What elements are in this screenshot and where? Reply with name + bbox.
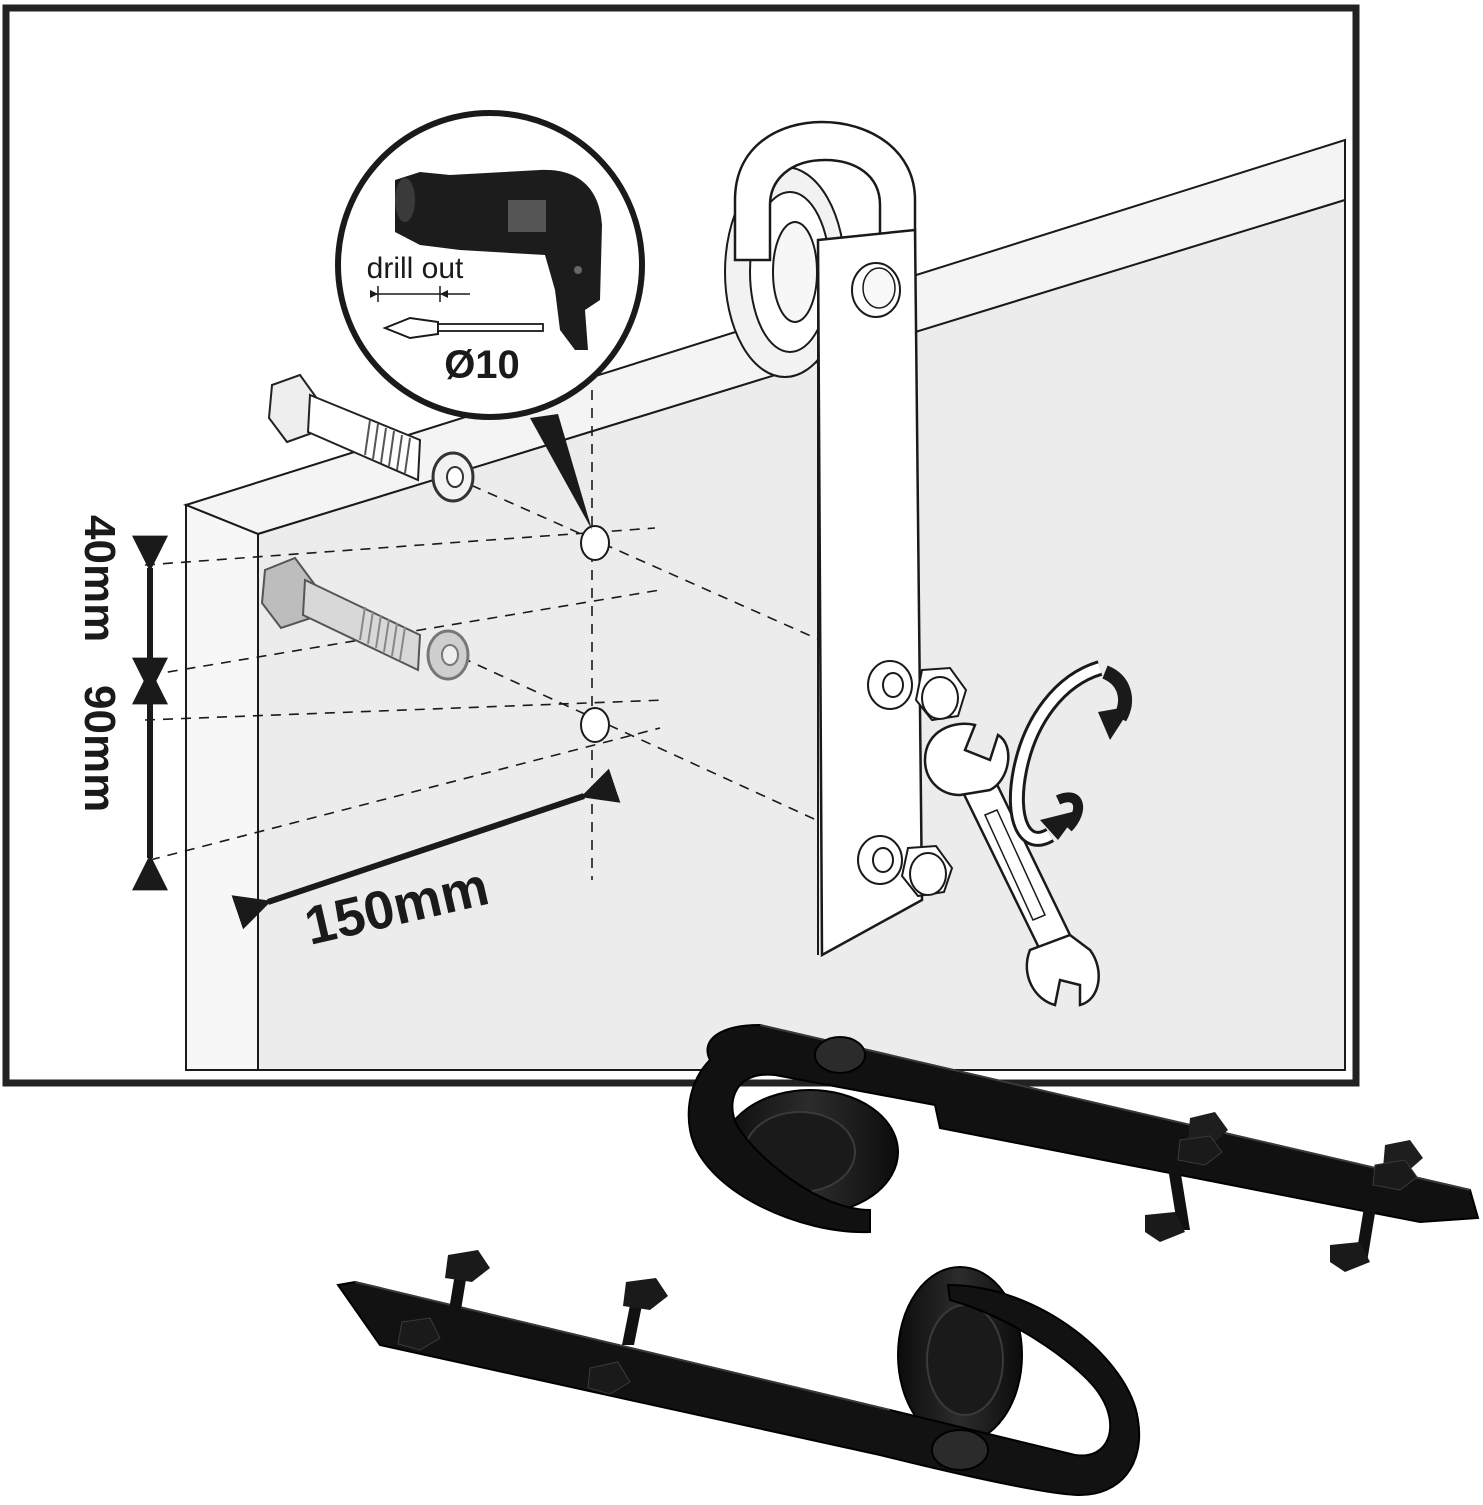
washer-icon [431,451,475,503]
rotation-arrow-icon [1008,660,1132,847]
dimension-40mm: 40mm [75,515,124,642]
bolt-icon [260,556,422,672]
bolt-lower [260,556,470,681]
dimension-90mm: 90mm [75,685,124,812]
bolt-upper [267,373,475,503]
washer-icon [426,629,470,681]
nut-icon [867,660,968,722]
drill-holes [580,525,610,743]
drill-hole-upper [580,525,610,561]
roller-hanger-black-lower [336,1250,1141,1497]
roller-hanger-mounted [724,120,968,958]
bolt-icon [267,373,422,482]
bolt-icon [1330,1140,1423,1272]
bolt-icon [587,1278,668,1395]
drill-icon [395,169,602,350]
nut-icon [857,835,954,898]
spade-bit-icon [382,316,544,340]
bolt-icon [397,1250,490,1351]
wrench-icon [923,722,1100,1007]
drill-out-label: drill out [367,252,464,285]
drill-hole-lower [580,707,610,743]
vertical-dimension: 40mm 90mm [75,515,168,891]
bolt-icon [1145,1112,1228,1242]
drill-callout: drill out Ø10 [335,110,645,530]
diameter-label: Ø10 [444,343,520,387]
roller-hanger-black-upper [687,1023,1480,1272]
